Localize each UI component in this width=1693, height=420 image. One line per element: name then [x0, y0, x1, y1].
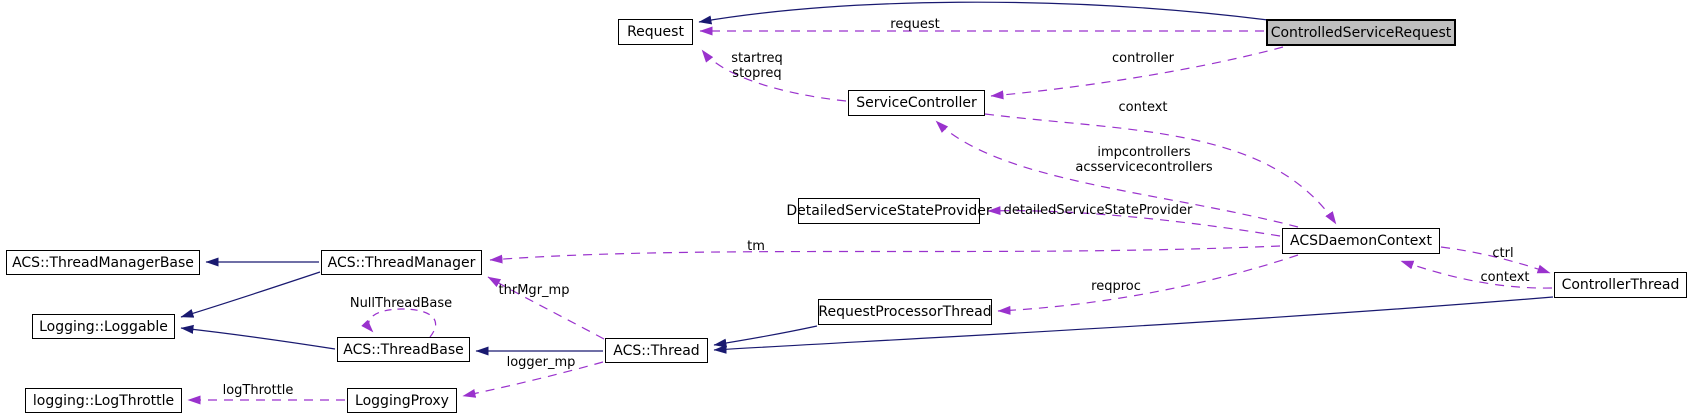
- edge-inheritance-csr-request: [698, 1, 1269, 25]
- node-acs-daemon-context[interactable]: ACSDaemonContext: [1282, 228, 1440, 254]
- node-request[interactable]: Request: [618, 19, 693, 45]
- edge-label-impcontrollers-acsservicecontrollers: impcontrollers acsservicecontrollers: [1075, 145, 1213, 176]
- edge-label-controller: controller: [1111, 51, 1175, 66]
- edge-label-request: request: [890, 17, 940, 32]
- edge-label-stopreq: stopreq: [732, 65, 782, 81]
- node-logging-loggable[interactable]: Logging::Loggable: [32, 314, 175, 339]
- edge-usage-detailedservicestateprovider: [987, 206, 1281, 237]
- node-request-processor-thread[interactable]: RequestProcessorThread: [818, 299, 992, 325]
- node-logging-log-throttle[interactable]: logging::LogThrottle: [25, 388, 182, 413]
- edge-label-null-thread-base: NullThreadBase: [349, 296, 453, 311]
- node-acs-thread-manager[interactable]: ACS::ThreadManager: [321, 250, 482, 275]
- node-acs-thread-base[interactable]: ACS::ThreadBase: [337, 337, 470, 362]
- edge-label-impcontrollers: impcontrollers: [1097, 145, 1191, 160]
- edge-inheritance-requestprocessorthread-thread: [713, 325, 818, 348]
- edge-usage-nullthreadbase-selfloop: [361, 308, 437, 338]
- node-logging-proxy[interactable]: LoggingProxy: [347, 388, 457, 413]
- edge-usage-reqproc: [997, 254, 1299, 315]
- node-detailed-service-state-provider[interactable]: DetailedServiceStateProvider: [786, 198, 992, 224]
- edge-inheritance-controllerthread-thread: [713, 296, 1554, 354]
- edge-label-thrmgr-mp: thrMgr_mp: [498, 283, 570, 298]
- node-acs-thread[interactable]: ACS::Thread: [605, 338, 708, 363]
- edge-inheritance-threadmanager-loggable: [180, 271, 321, 318]
- edge-label-logthrottle: logThrottle: [222, 383, 294, 398]
- edge-label-detailed-service-state-provider: detailedServiceStateProvider: [1003, 203, 1193, 218]
- edge-usage-startreq-stopreq: [701, 49, 847, 102]
- edge-label-reqproc: reqproc: [1091, 279, 1141, 294]
- edge-label-startreq: startreq: [731, 51, 783, 66]
- edge-usage-logger-mp: [462, 361, 604, 398]
- edge-usage-impcontrollers-acsservicecontrollers: [935, 120, 1299, 228]
- edge-label-context-controller-thread: context: [1480, 270, 1530, 285]
- node-service-controller[interactable]: ServiceController: [848, 90, 985, 116]
- edge-label-ctrl: ctrl: [1492, 246, 1514, 261]
- edge-usage-thrmgr-mp: [487, 276, 605, 340]
- edge-label-context-service-controller: context: [1118, 100, 1168, 115]
- node-controlled-service-request[interactable]: ControlledServiceRequest: [1266, 19, 1456, 46]
- edge-label-logger-mp: logger_mp: [506, 355, 576, 370]
- edge-label-startreq-stopreq: startreq stopreq: [731, 51, 783, 82]
- edge-usage-controller: [990, 46, 1284, 100]
- edge-usage-ctrl: [1440, 246, 1551, 274]
- edge-inheritance-threadbase-loggable: [180, 324, 336, 350]
- node-acs-thread-manager-base[interactable]: ACS::ThreadManagerBase: [6, 250, 200, 275]
- edge-usage-context-controllerthread-to-acsdaemoncontext: [1400, 260, 1553, 289]
- node-controller-thread[interactable]: ControllerThread: [1554, 272, 1687, 298]
- edge-label-tm: tm: [747, 239, 765, 254]
- edge-usage-tm: [489, 245, 1281, 264]
- edge-label-acsservicecontrollers: acsservicecontrollers: [1075, 159, 1213, 175]
